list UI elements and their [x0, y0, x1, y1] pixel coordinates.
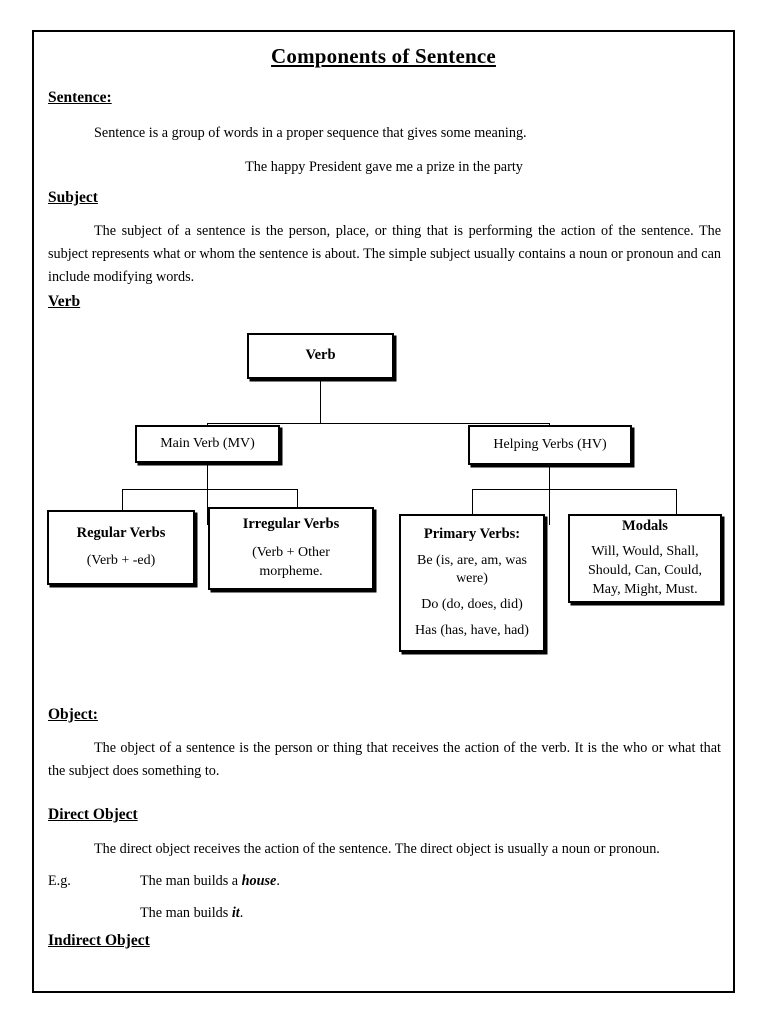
example-1-emphasis: house: [241, 873, 277, 889]
diagram-node-primary-verbs-title: Primary Verbs:: [423, 525, 521, 542]
subject-body-paragraph: The subject of a sentence is the person,…: [48, 223, 721, 285]
example-2-emphasis: it: [231, 905, 240, 921]
diagram-node-primary-verbs-item-3: Has (has, have, had): [415, 623, 529, 639]
diagram-node-irregular-verbs-title: Irregular Verbs: [242, 516, 340, 533]
diagram-node-regular-verbs-detail: (Verb + -ed): [86, 553, 156, 569]
page-title: Components of Sentence: [271, 44, 496, 68]
sentence-example: The happy President gave me a prize in t…: [245, 159, 523, 175]
diagram-node-primary-verbs[interactable]: Primary Verbs: Be (is, are, am, was were…: [399, 514, 545, 652]
connector-hv-bar: [472, 489, 677, 491]
diagram-node-irregular-verbs[interactable]: Irregular Verbs (Verb + Other morpheme.: [208, 507, 374, 590]
diagram-node-primary-verbs-item-1-line-2: were): [456, 571, 488, 587]
example-2-suffix: .: [239, 905, 244, 921]
heading-indirect-object: Indirect Object: [48, 932, 150, 949]
diagram-node-modals-title: Modals: [622, 517, 668, 534]
object-body-paragraph: The object of a sentence is the person o…: [48, 740, 721, 779]
connector-root-stem: [320, 379, 322, 424]
diagram-node-helping-verbs[interactable]: Helping Verbs (HV): [468, 425, 632, 465]
connector-drop-irregular-verbs: [297, 489, 299, 507]
diagram-node-main-verb[interactable]: Main Verb (MV): [135, 425, 280, 463]
diagram-node-main-verb-label: Main Verb (MV): [160, 435, 255, 451]
direct-object-example-row-1: E.g. The man builds a house.: [48, 870, 721, 893]
diagram-node-irregular-verbs-detail-line-1: (Verb + Other: [252, 544, 330, 560]
direct-object-example-row-2: The man builds it.: [48, 902, 721, 925]
connector-drop-modals: [676, 489, 678, 514]
example-1-suffix: .: [276, 873, 280, 889]
diagram-node-regular-verbs-title: Regular Verbs: [76, 524, 166, 541]
verb-tree-diagram: Verb Main Verb (MV) Helping Verbs (HV): [34, 32, 737, 995]
heading-sentence: Sentence:: [48, 89, 112, 106]
heading-verb: Verb: [48, 293, 81, 310]
diagram-node-modals-line-2: Should, Can, Could,: [588, 563, 702, 579]
diagram-node-primary-verbs-item-1-line-1: Be (is, are, am, was: [416, 552, 528, 568]
diagram-node-verb-label: Verb: [305, 347, 336, 364]
sentence-definition-paragraph: Sentence is a group of words in a proper…: [48, 122, 720, 145]
example-1-prefix: The man builds a: [140, 873, 242, 889]
sentence-definition-text: Sentence is a group of words in a proper…: [94, 125, 527, 141]
diagram-node-primary-verbs-item-2: Do (do, does, did): [421, 597, 523, 613]
direct-object-body-paragraph: The direct object receives the action of…: [48, 838, 721, 861]
diagram-node-irregular-verbs-detail-line-2: morpheme.: [259, 563, 323, 579]
connector-mv-stem: [207, 463, 209, 490]
heading-direct-object: Direct Object: [48, 806, 138, 823]
connector-drop-primary-verbs: [472, 489, 474, 514]
example-2-prefix: The man builds: [140, 905, 232, 921]
diagram-node-modals-line-1: Will, Would, Shall,: [591, 544, 699, 560]
heading-object: Object:: [48, 706, 98, 723]
connector-hv-stem: [549, 465, 551, 490]
diagram-node-modals[interactable]: Modals Will, Would, Shall, Should, Can, …: [568, 514, 722, 603]
heading-subject: Subject: [48, 189, 98, 206]
connector-mv-bar: [122, 489, 298, 491]
connector-level2-bar: [207, 423, 550, 425]
diagram-node-verb[interactable]: Verb: [247, 333, 394, 379]
diagram-node-regular-verbs[interactable]: Regular Verbs (Verb + -ed): [47, 510, 195, 585]
direct-object-body-text: The direct object receives the action of…: [94, 841, 660, 857]
diagram-node-modals-line-3: May, Might, Must.: [592, 582, 698, 598]
diagram-node-helping-verbs-label: Helping Verbs (HV): [493, 436, 607, 452]
eg-label: E.g.: [48, 873, 71, 889]
connector-drop-regular-verbs: [122, 489, 124, 511]
document-page: Components of Sentence Sentence: Sentenc…: [32, 30, 735, 993]
